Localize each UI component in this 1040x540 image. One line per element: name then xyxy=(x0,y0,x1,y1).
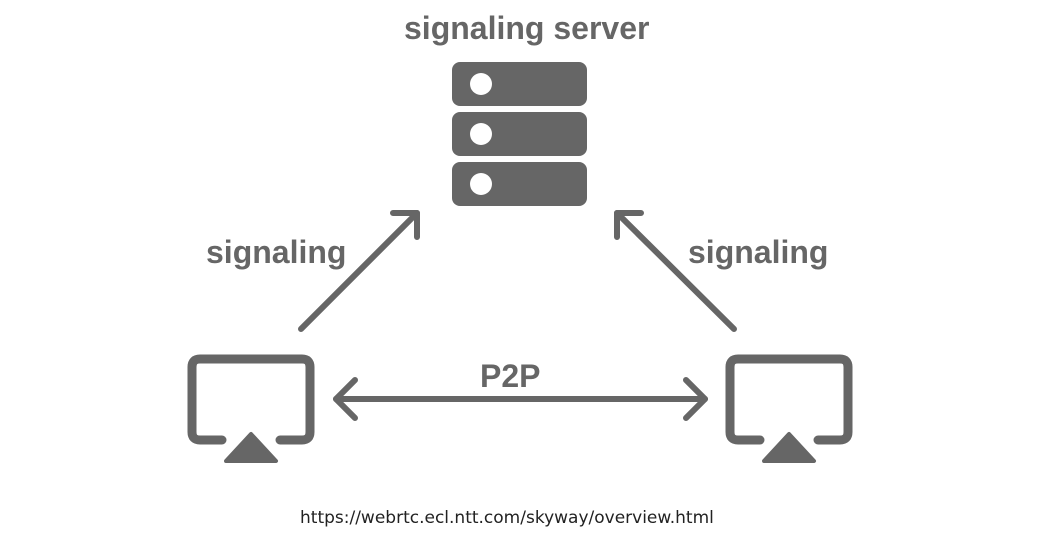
right-signaling-arrow xyxy=(614,210,737,332)
left-client-triangle xyxy=(224,432,278,463)
right-client-triangle xyxy=(762,432,816,463)
left-client-screen xyxy=(187,354,315,445)
server-unit-3 xyxy=(452,162,587,206)
server-unit-2-light xyxy=(470,123,492,145)
right-client-screen xyxy=(725,354,853,445)
server-unit-1-light xyxy=(470,73,492,95)
right-client-icon xyxy=(725,354,853,463)
server-unit-2 xyxy=(452,112,587,156)
source-url: https://webrtc.ecl.ntt.com/skyway/overvi… xyxy=(300,508,714,528)
right-signaling-label: signaling xyxy=(688,234,829,270)
p2p-arrow xyxy=(333,377,708,421)
server-icon xyxy=(452,62,587,206)
server-title: signaling server xyxy=(404,10,650,46)
left-client-icon xyxy=(187,354,315,463)
p2p-label: P2P xyxy=(480,358,541,394)
left-signaling-arrow xyxy=(298,210,420,332)
server-unit-1 xyxy=(452,62,587,106)
left-signaling-label: signaling xyxy=(206,234,347,270)
server-unit-3-light xyxy=(470,173,492,195)
